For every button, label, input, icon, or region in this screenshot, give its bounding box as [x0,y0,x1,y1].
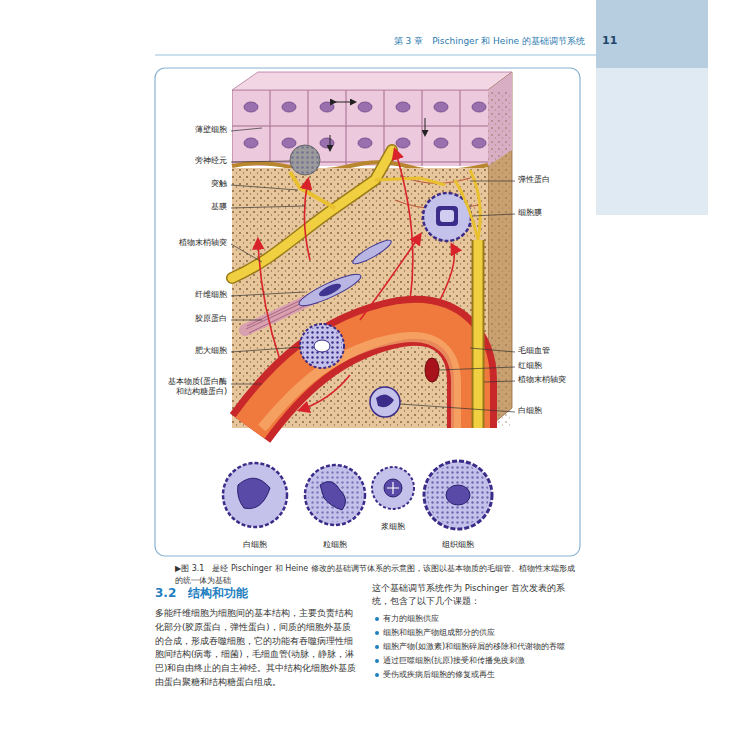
ground-substance [232,168,488,428]
body-paragraph: 多能纤维细胞为细胞间的基本结构，主要负责结构化部分(胶原蛋白，弹性蛋白)，间质的… [155,607,359,690]
part-label: 纤维细胞 [150,290,227,300]
part-label: 白细胞 [518,406,578,416]
leukocyte-cell [223,463,287,527]
capillary [250,321,472,428]
exchange-arrow [330,102,425,150]
page-tab: 11 [596,0,708,68]
bullet-item: 有力的细胞供应 [383,613,583,624]
section-heading: 3.2 结构和功能 [155,586,355,600]
mast-cell [300,324,344,368]
epithelium [232,90,488,166]
margin-strip [596,0,708,215]
part-label: 细胞膜 [518,208,578,218]
figure-frame [155,68,580,556]
body-paragraph: 这个基础调节系统作为 Pischinger 首次发表的系统，包含了以下几个课题： [372,582,582,608]
paraneuron [290,145,320,175]
part-label: 薄壁细胞 [150,125,227,135]
block-top [232,72,512,90]
part-label: 植物末梢轴突 [518,375,578,385]
cell-label: 组织细胞 [426,540,490,550]
leukocyte [370,387,400,417]
ground-dots [232,168,488,428]
bullet-dot [375,617,379,677]
cell-label: 浆细胞 [361,522,425,532]
nerve-axon [232,150,480,428]
bullet-item: 通过巨噬细胞(抗原)接受和传播免疫刺激 [383,655,583,666]
page-number: 11 [602,34,702,47]
header-rule [155,55,596,56]
paraneuron-granules [290,145,320,175]
part-label: 毛细血管 [518,346,578,356]
part-label: 基本物质(蛋白酶和结构糖蛋白) [160,377,227,398]
plasma-cell [372,467,414,509]
part-label: 突触 [150,179,227,189]
histiocyte-cell [424,461,492,529]
part-label: 胶原蛋白 [150,314,227,324]
leader-line [231,128,305,384]
bullet-item: 受伤或疾病后细胞的修复或再生 [383,669,583,680]
part-label: 红细胞 [518,361,578,371]
figure-caption: ▶图 3.1 是经 Pischinger 和 Heine 修改的基础调节体系的示… [175,563,580,586]
fibrocyte [296,237,393,311]
bullet-item: 细胞产物(如激素)和细胞碎屑的移除和代谢物的吞噬 [383,641,583,652]
part-label: 肥大细胞 [150,346,227,356]
cell-label: 粒细胞 [303,540,367,550]
part-label: 植物末梢轴突 [150,238,227,248]
bullet-item: 细胞和细胞产物组成部分的供应 [383,627,583,638]
running-header: 第 3 章 Pischinger 和 Heine 的基础调节系统 [300,36,585,48]
granulocyte-cell [305,465,365,525]
part-label: 旁神经元 [150,156,227,166]
cell-label: 白细胞 [223,540,287,550]
part-label: 弹性蛋白 [518,175,578,185]
leader-line [400,181,515,412]
part-label: 基膜 [150,202,227,212]
